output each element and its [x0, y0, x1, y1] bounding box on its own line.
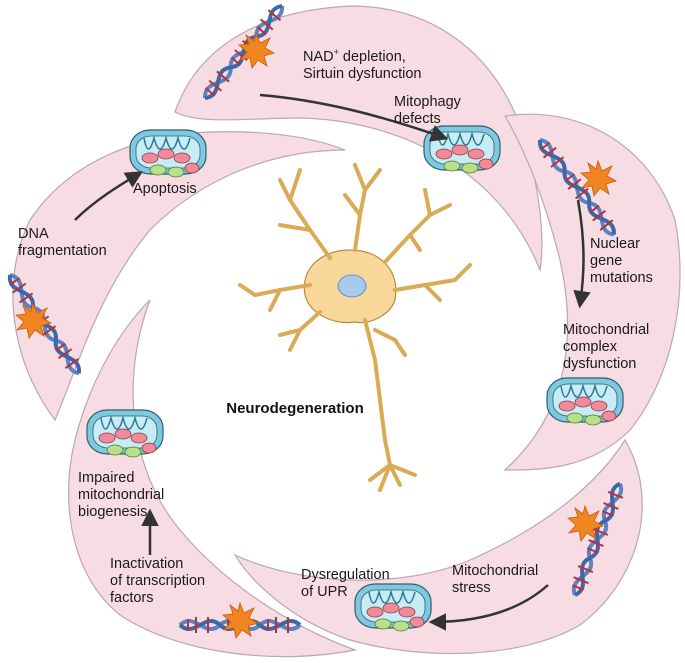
- center-title: Neurodegeneration: [226, 400, 364, 417]
- neuron-illustration: [238, 163, 472, 492]
- arrow-nuclear-to-complex: [573, 199, 591, 309]
- label-inactivation-of-transcription-factors: Inactivation of transcription factors: [110, 556, 206, 606]
- mitochondrion-icon: [129, 129, 207, 178]
- label-dna-fragmentation: DNA fragmentation: [18, 226, 107, 259]
- label-impaired-mitochondrial-biogenesis: Impaired mitochondrial biogenesis: [78, 470, 165, 520]
- petal-right: [503, 113, 681, 471]
- label-mitophagy-defects: Mitophagy defects: [394, 94, 461, 127]
- label-nad-depletion: NAD+ depletion,Sirtuin dysfunction: [303, 47, 422, 82]
- label-nuclear-gene-mutations: Nuclear gene mutations: [590, 236, 653, 286]
- arrow-stress-to-upr: [428, 584, 549, 631]
- label-dysregulation-of-upr: Dysregulation of UPR: [301, 567, 390, 600]
- petal-left: [12, 131, 346, 422]
- label-mitochondrial-complex-dysfunction: Mitochondrial complex dysfunction: [563, 322, 650, 372]
- petal-bottom-left: [68, 299, 358, 658]
- arrow-nad-to-mitophagy: [259, 93, 449, 142]
- label-apoptosis: Apoptosis: [133, 181, 197, 197]
- petal-top: [174, 5, 543, 273]
- mitochondrion-icon: [86, 409, 164, 458]
- mitochondrion-icon: [423, 125, 501, 174]
- label-mitochondrial-stress: Mitochondrial stress: [452, 563, 539, 596]
- petal-bottom-right: [233, 438, 643, 655]
- arrow-dna-to-apoptosis: [74, 171, 144, 221]
- mitochondrion-icon: [546, 377, 624, 426]
